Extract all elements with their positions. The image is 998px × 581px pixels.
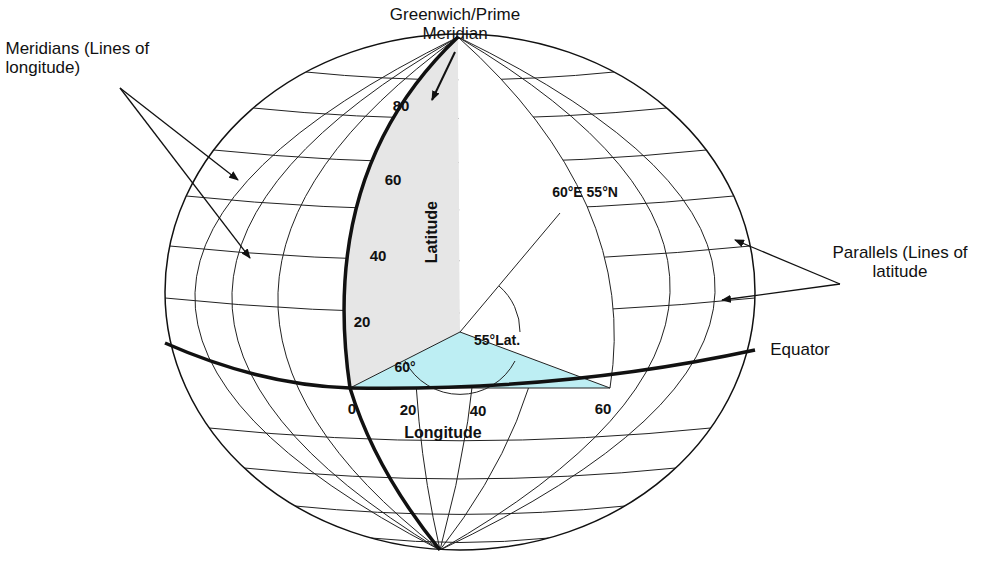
leader-arrow bbox=[120, 88, 250, 258]
globe-fill bbox=[165, 34, 755, 550]
latitude-sector bbox=[344, 37, 460, 388]
grid-line bbox=[371, 538, 549, 543]
meridian-sector bbox=[458, 37, 614, 388]
leader-arrow bbox=[722, 284, 840, 300]
latitude-ray bbox=[460, 213, 560, 332]
longitude-number: 60 bbox=[595, 400, 612, 417]
coordinate-label: 60°E 55°N bbox=[552, 184, 618, 200]
axis-label: Longitude bbox=[404, 424, 481, 442]
axis-label: Latitude bbox=[423, 201, 441, 263]
equator-line bbox=[165, 343, 755, 388]
latitude-number: 60 bbox=[385, 171, 402, 188]
angle-label: 60° bbox=[394, 359, 415, 375]
leader-arrow bbox=[432, 52, 455, 100]
grid-line bbox=[244, 468, 675, 479]
longitude-number: 20 bbox=[400, 401, 417, 418]
leader-arrow bbox=[735, 240, 840, 284]
prime-meridian bbox=[344, 37, 458, 550]
latitude-number: 80 bbox=[393, 97, 410, 114]
graticule bbox=[165, 37, 755, 550]
latitude-number: 20 bbox=[354, 313, 371, 330]
callout-label: Meridians (Lines of longitude) bbox=[6, 39, 171, 78]
longitude-number: 40 bbox=[470, 402, 487, 419]
angle-arc bbox=[499, 286, 520, 332]
latitude-number: 40 bbox=[370, 247, 387, 264]
grid-line bbox=[295, 506, 625, 514]
grid-line bbox=[440, 37, 670, 550]
angle-label: 55°Lat. bbox=[474, 332, 520, 348]
callout-label: Parallels (Lines of latitude bbox=[810, 243, 990, 282]
longitude-number: 0 bbox=[348, 400, 356, 417]
meridian-title: Greenwich/Prime Meridian bbox=[380, 5, 530, 44]
callout-label: Equator bbox=[770, 340, 830, 360]
globe-outline bbox=[165, 34, 755, 550]
meridian-60e bbox=[458, 37, 614, 388]
